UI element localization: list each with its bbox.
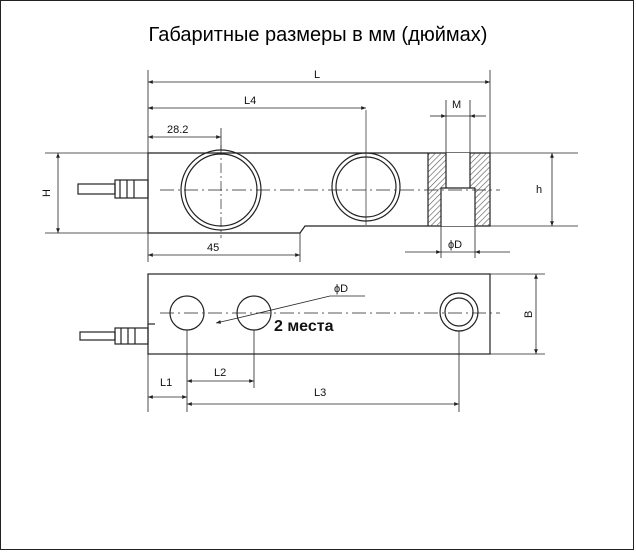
dim-45-label: 45: [207, 242, 219, 254]
dim-L-label: L: [314, 69, 320, 81]
plan-body-outline: [147, 273, 491, 355]
dim-L2-label: L2: [214, 367, 226, 379]
dim-L1-label: L1: [160, 377, 172, 389]
dim-H-label: H: [41, 189, 53, 197]
dim-M-label: M: [452, 99, 461, 111]
plan-cable: [79, 331, 116, 341]
dim-phiD-top-label: ϕD: [448, 239, 462, 251]
plan-hole-3-inner: [444, 297, 474, 327]
hole-count-note: 2 места: [274, 318, 334, 335]
plan-dimensions: [147, 273, 545, 412]
plan-view: [79, 273, 500, 355]
dim-phiD-plan-label: ϕD: [334, 283, 348, 295]
dim-28-2-label: 28.2: [167, 124, 188, 136]
side-section: [427, 153, 490, 226]
dim-B-label: B: [523, 311, 535, 318]
side-dimensions: [45, 70, 578, 262]
dim-L3-label: L3: [314, 387, 326, 399]
side-cable: [77, 183, 116, 195]
plan-hole-3-outer: [439, 292, 479, 332]
plan-connector: [114, 327, 149, 345]
side-view: [77, 110, 500, 238]
dim-L4-label: L4: [244, 95, 256, 107]
drawing-title: Габаритные размеры в мм (дюймах): [148, 24, 488, 46]
dim-h-label: h: [536, 184, 542, 196]
